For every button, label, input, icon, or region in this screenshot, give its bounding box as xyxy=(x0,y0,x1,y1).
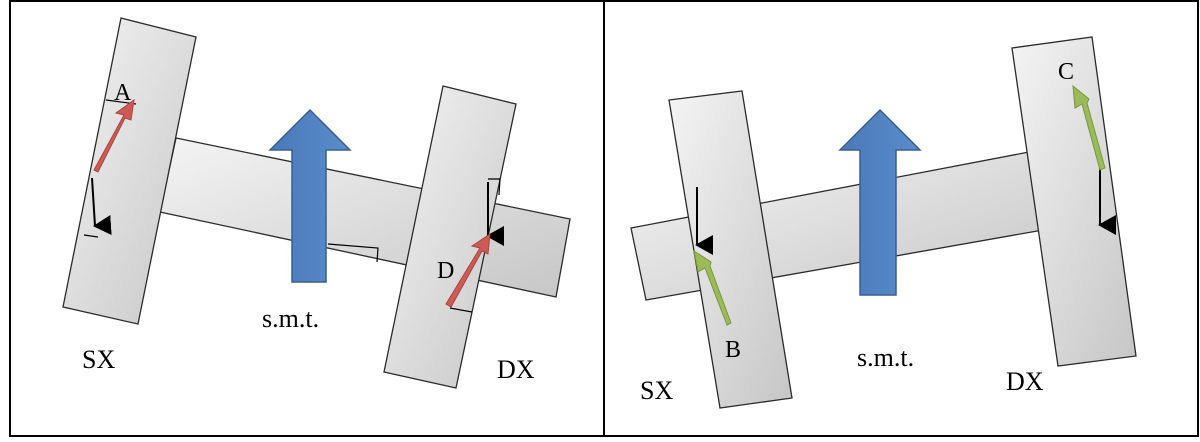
left-velocity-arrow-a xyxy=(93,98,135,173)
left-wheel-dx xyxy=(383,85,517,389)
point-label-b: B xyxy=(725,337,741,363)
right-panel-border xyxy=(603,0,1199,437)
right-wheel-dx xyxy=(1011,36,1137,367)
left-wheel-sx xyxy=(62,17,197,325)
left-angle-marker-dx-bottom xyxy=(449,307,473,313)
left-panel-travel-label: s.m.t. xyxy=(262,304,319,333)
point-label-a: A xyxy=(114,80,132,106)
point-label-c: C xyxy=(1058,59,1074,85)
left-angle-marker-dx-top xyxy=(488,178,501,196)
right-panel-wheel-label-dx: DX xyxy=(1006,367,1044,396)
right-panel: B C s.m.t. SX DX xyxy=(630,36,1137,409)
point-label-d: D xyxy=(437,258,454,284)
left-slip-arrow-sx xyxy=(91,177,112,235)
right-panel-wheel-label-sx: SX xyxy=(640,376,673,405)
left-panel-wheel-label-dx: DX xyxy=(497,355,535,384)
left-axle xyxy=(159,137,571,298)
left-panel: A D s.m.t. SX DX xyxy=(62,17,571,389)
left-panel-wheel-label-sx: SX xyxy=(82,345,115,374)
left-angle-marker-axle xyxy=(327,243,379,263)
right-velocity-arrow-c xyxy=(1072,84,1106,171)
left-angle-marker-sx xyxy=(83,234,99,238)
left-travel-arrow xyxy=(268,108,352,283)
right-wheel-sx xyxy=(668,90,793,409)
right-panel-travel-label: s.m.t. xyxy=(857,343,914,372)
right-travel-arrow xyxy=(838,108,922,296)
right-velocity-arrow-b xyxy=(693,249,732,326)
left-velocity-arrow-d xyxy=(445,232,491,308)
